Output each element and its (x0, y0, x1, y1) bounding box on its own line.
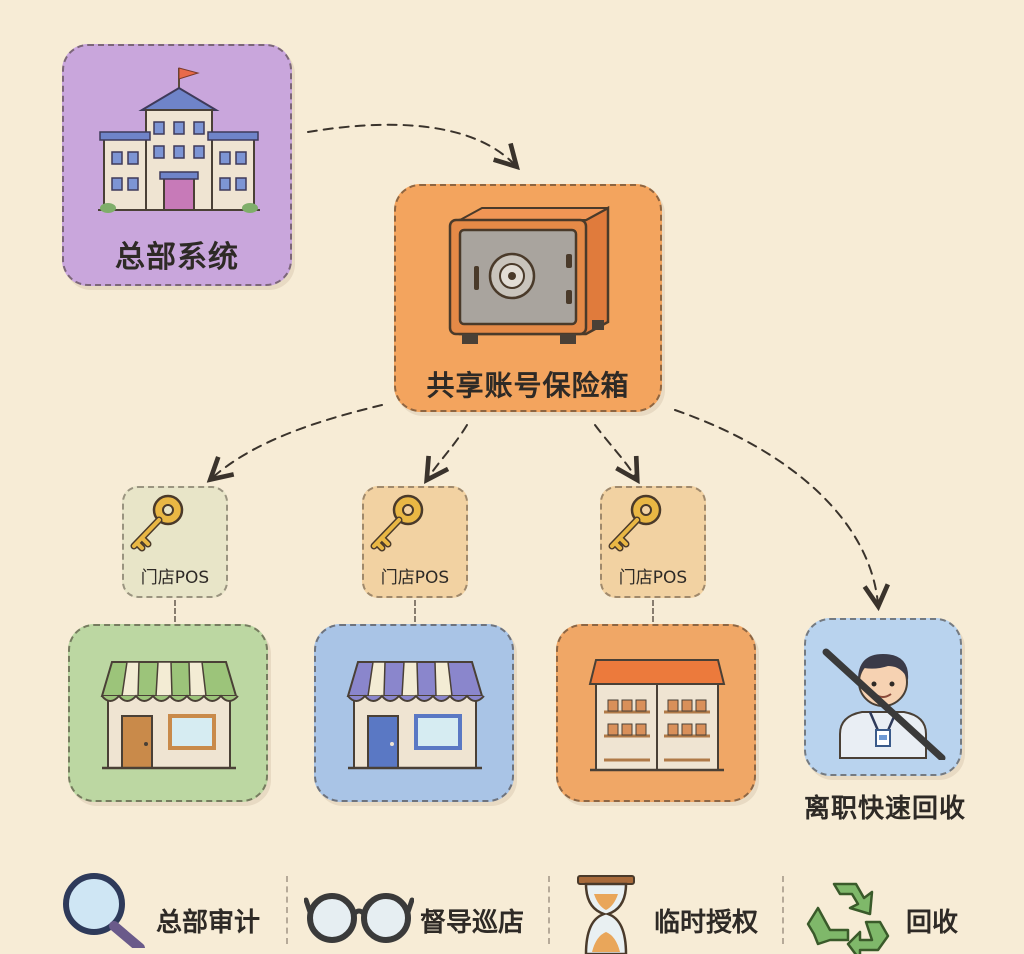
legend-audit-label: 总部审计 (156, 908, 261, 938)
vault-card: 共享账号保险箱 (394, 184, 662, 412)
glasses-icon (304, 893, 414, 943)
pos-key-card-1: 门店POS (122, 486, 228, 598)
legend-divider (782, 876, 784, 944)
offboarding-card (804, 618, 962, 776)
connector-2 (414, 600, 416, 622)
legend-temporary-auth-label: 临时授权 (654, 908, 759, 938)
revoked-employee-icon (822, 648, 946, 760)
store-card-orange (556, 624, 756, 802)
arrow-vault-to-pos-2 (428, 424, 468, 478)
vault-label: 共享账号保险箱 (426, 369, 630, 402)
headquarters-label: 总部系统 (115, 240, 239, 275)
legend-temporary-auth: 临时授权 (574, 868, 774, 954)
store-card-blue (314, 624, 514, 802)
key-icon (608, 494, 662, 552)
pos-key-card-3: 门店POS (600, 486, 706, 598)
legend-audit: 总部审计 (56, 868, 276, 948)
pos-key-label-1: 门店POS (140, 568, 210, 588)
legend-inspection-label: 督导巡店 (420, 908, 525, 938)
arrow-vault-to-pos-1 (212, 404, 383, 478)
pos-key-label-2: 门店POS (380, 568, 450, 588)
connector-1 (174, 600, 176, 622)
offboarding-label: 离职快速回收 (803, 794, 966, 824)
storefront-icon (100, 661, 239, 770)
arrow-vault-to-pos-3 (594, 424, 636, 478)
headquarters-building-icon (98, 67, 260, 213)
legend-recycle-label: 回收 (906, 908, 959, 938)
storefront-shelves-icon (588, 659, 726, 772)
safe-icon (448, 205, 610, 344)
magnifier-icon (63, 873, 145, 948)
headquarters-card: 总部系统 (62, 44, 292, 286)
key-icon (370, 494, 424, 552)
storefront-icon (346, 661, 485, 770)
arrow-hq-to-vault (307, 123, 515, 165)
recycle-icon (806, 882, 890, 954)
legend-divider (548, 876, 550, 944)
legend-recycle: 回收 (800, 868, 1000, 954)
legend-inspection: 督导巡店 (300, 868, 540, 944)
hourglass-icon (577, 875, 635, 954)
pos-key-card-2: 门店POS (362, 486, 468, 598)
connector-3 (652, 600, 654, 622)
key-icon (130, 494, 184, 552)
store-card-green (68, 624, 268, 802)
pos-key-label-3: 门店POS (618, 568, 688, 588)
legend-divider (286, 876, 288, 944)
